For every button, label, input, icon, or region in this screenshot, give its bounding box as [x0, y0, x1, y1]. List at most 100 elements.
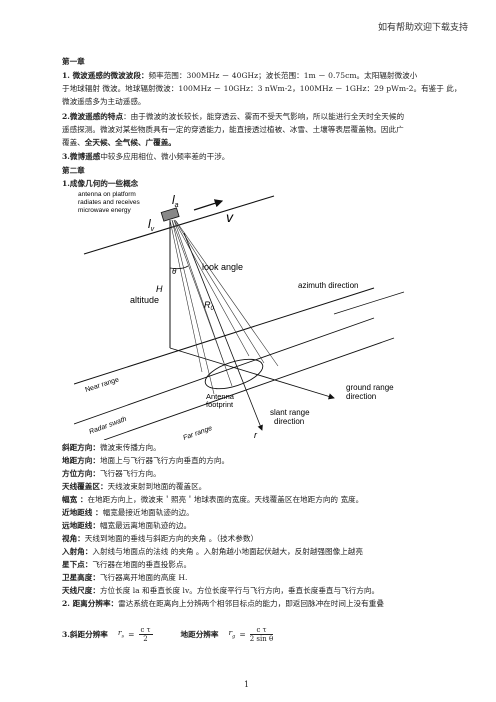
ground-range-line — [169, 347, 335, 400]
para-1-text-a: 频率范围：300MHz － 40GHz；波长范围：1m － 0.75cm。太阳辐… — [148, 71, 418, 80]
theta-label: θ — [172, 267, 177, 276]
para-2-text-a: ：由于微波的波长较长，能穿透云、雾而不受天气影响，所以能进行全天时全天候的 — [123, 112, 405, 121]
definition-term: 入射角： — [62, 547, 93, 556]
ground-resolution-label: 地距分辨率 — [180, 630, 219, 639]
far-range-label: Far range — [182, 425, 213, 440]
chapter-2-title: 第二章 — [62, 166, 85, 175]
r-label: r — [254, 430, 258, 440]
para-1-line-2: 于地球辐射 微波。地球辐射微波：100MHz － 10GHz：3 nWm-2，1… — [62, 84, 462, 93]
definition-term: 幅宽 ： — [62, 495, 88, 504]
look-angle-arc — [169, 265, 189, 270]
slant-range-label-1: slant range — [270, 408, 310, 417]
near-range-line — [74, 317, 375, 425]
para-3-label: 3.微博遥感 — [62, 152, 101, 161]
definition-row: 近地距线 ：幅宽最接近地面轨迹的边。 — [62, 507, 194, 518]
definition-desc: 地面上与飞行器飞行方向垂直的方向。 — [99, 456, 230, 465]
velocity-arrow — [193, 199, 224, 211]
slant-range-arrow — [183, 232, 263, 431]
antenna-note-3: microwave energy — [78, 207, 131, 214]
para-3: 3.微博遥感中较多应用相位、微小频率差的干涉。 — [62, 151, 229, 162]
definition-desc: 微波束传播方向。 — [99, 443, 161, 452]
definition-row: 入射角：入射线与地面点的法线 的夹角 。入射角越小地面起伏越大，反射越强图像上越… — [62, 546, 363, 557]
H-label: H — [156, 284, 163, 294]
para-3-text: 中较多应用相位、微小频率差的干涉。 — [100, 152, 230, 161]
para-1-line-1: 1. 微波遥感的微波波段：频率范围：300MHz － 40GHz；波长范围：1m… — [62, 70, 417, 81]
definition-term: 卫星高度： — [62, 573, 100, 582]
definition-row: 星下点：飞行器在地面的垂直投影点。 — [62, 559, 191, 570]
page-header: 如有帮助欢迎下载支持 — [377, 23, 468, 33]
definition-desc: 在地距方向上，微波束＇照亮＇地球表面的宽度。天线覆盖区在地距方向的 宽度。 — [87, 495, 364, 504]
definition-row: 视角：天线到地面的垂线与斜距方向的夹角 。（技术参数） — [62, 533, 258, 544]
radar-swath-label: Radar swath — [88, 416, 127, 436]
definition-desc: 幅宽最远离地面轨迹的边。 — [99, 521, 192, 530]
definition-desc: 雷达系统在距离向上分辨两个相邻目标点的能力，即返回脉冲在时间上没有重叠 — [118, 599, 384, 608]
definition-row: 天线覆盖区：天线波束射到地面的覆盖区。 — [62, 481, 206, 492]
definition-desc: 天线波束射到地面的覆盖区。 — [107, 482, 207, 491]
para-2-line-1: 2.微波遥感的特点：由于微波的波长较长，能穿透云、雾而不受天气影响，所以能进行全… — [62, 111, 404, 122]
page-number: 1 — [244, 680, 250, 689]
ground-r-symbol: rg — [228, 627, 236, 640]
chapter-1-title: 第一章 — [62, 57, 85, 66]
definition-row: 卫星高度：飞行器离开地面的高度 H. — [62, 572, 187, 583]
antenna-footprint — [204, 358, 264, 390]
R0-label: R0 — [204, 300, 215, 312]
altitude-label: altitude — [130, 295, 159, 305]
definition-desc: 入射线与地面点的法线 的夹角 。入射角越小地面起伏越大，反射越强图像上越亮 — [92, 547, 363, 556]
slant-range-label-2: direction — [274, 417, 304, 426]
definition-desc: 飞行器飞行方向。 — [99, 469, 161, 478]
imaging-geometry-figure: antenna on platform radiates and receive… — [74, 191, 405, 440]
slant-r-symbol: rs — [117, 627, 125, 640]
far-range-line — [103, 337, 395, 440]
definition-row: 天线尺度：方位长度 la 和垂直长度 lv。方位长度平行与飞行方向，垂直长度垂直… — [62, 585, 379, 596]
para-2-label: 2.微波遥感的特点 — [62, 112, 124, 121]
azimuth-label: azimuth direction — [298, 281, 358, 290]
antenna-footprint-label-1: Antenna — [206, 392, 235, 401]
slant-resolution-label: 3.斜距分辨率 — [62, 630, 108, 639]
definition-term: 远地距线： — [62, 521, 100, 530]
definition-desc: 飞行器离开地面的高度 H. — [99, 573, 188, 582]
look-angle-label: look angle — [202, 262, 243, 272]
definition-term: 方位方向： — [62, 469, 100, 478]
definition-term: 星下点： — [62, 560, 93, 569]
definition-term: 近地距线 ： — [62, 508, 103, 517]
azimuth-line — [333, 291, 405, 315]
nadir-track — [74, 287, 375, 385]
para-2-text-c: 覆盖、 — [62, 138, 85, 147]
antenna-note-1: antenna on platform — [78, 191, 136, 198]
para-2-line-3: 覆盖、全天候、全气候、广覆盖。 — [62, 137, 176, 148]
para-1-label: 1. 微波遥感的微波波段： — [62, 71, 149, 80]
definition-row: 地距方向：地面上与飞行器飞行方向垂直的方向。 — [62, 455, 229, 466]
eq-sign-2: = — [239, 630, 246, 639]
definition-desc: 飞行器在地面的垂直投影点。 — [92, 560, 192, 569]
eq-sign-1: = — [128, 630, 135, 639]
lv-label: lv — [148, 217, 155, 233]
definition-desc: 天线到地面的垂线与斜距方向的夹角 。（技术参数） — [84, 534, 259, 543]
antenna-platform — [160, 207, 180, 222]
para-2-line-2: 遥感探测。微波对某些物质具有一定的穿透能力，能直接透过植被、冰雪、土壤等表层覆盖… — [62, 125, 404, 134]
definition-desc: 幅宽最接近地面轨迹的边。 — [102, 508, 194, 517]
para-1-line-3: 微波遥感多为主动遥感。 — [62, 97, 146, 106]
definition-term: 地距方向： — [62, 456, 100, 465]
antenna-footprint-label-2: footprint — [206, 400, 234, 409]
definition-term: 视角： — [62, 534, 85, 543]
ground-range-label-2: direction — [346, 392, 376, 401]
definition-term: 天线尺度： — [62, 586, 100, 595]
definition-desc: 方位长度 la 和垂直长度 lv。方位长度平行与飞行方向，垂直长度垂直与飞行方向… — [99, 586, 380, 595]
definition-term: 斜距方向： — [62, 443, 100, 452]
section-1-title: 1.成像几何的一些概念 — [62, 179, 139, 188]
definition-row: 2. 距离分辨率：雷达系统在距离向上分辨两个相邻目标点的能力，即返回脉冲在时间上… — [62, 598, 384, 609]
para-2-bold: 全天候、全气候、广覆盖。 — [84, 138, 176, 147]
definition-row: 斜距方向：微波束传播方向。 — [62, 442, 161, 453]
definition-row: 幅宽 ：在地距方向上，微波束＇照亮＇地球表面的宽度。天线覆盖区在地距方向的 宽度… — [62, 494, 363, 505]
definition-term: 2. 距离分辨率： — [62, 599, 119, 608]
definition-row: 方位方向：飞行器飞行方向。 — [62, 468, 161, 479]
la-label: la — [172, 193, 179, 209]
definition-term: 天线覆盖区： — [62, 482, 108, 491]
antenna-note-2: radiates and receives — [78, 199, 141, 206]
ground-range-label-1: ground range — [346, 383, 394, 392]
definition-row: 远地距线：幅宽最远离地面轨迹的边。 — [62, 520, 191, 531]
v-label: v — [226, 209, 234, 225]
